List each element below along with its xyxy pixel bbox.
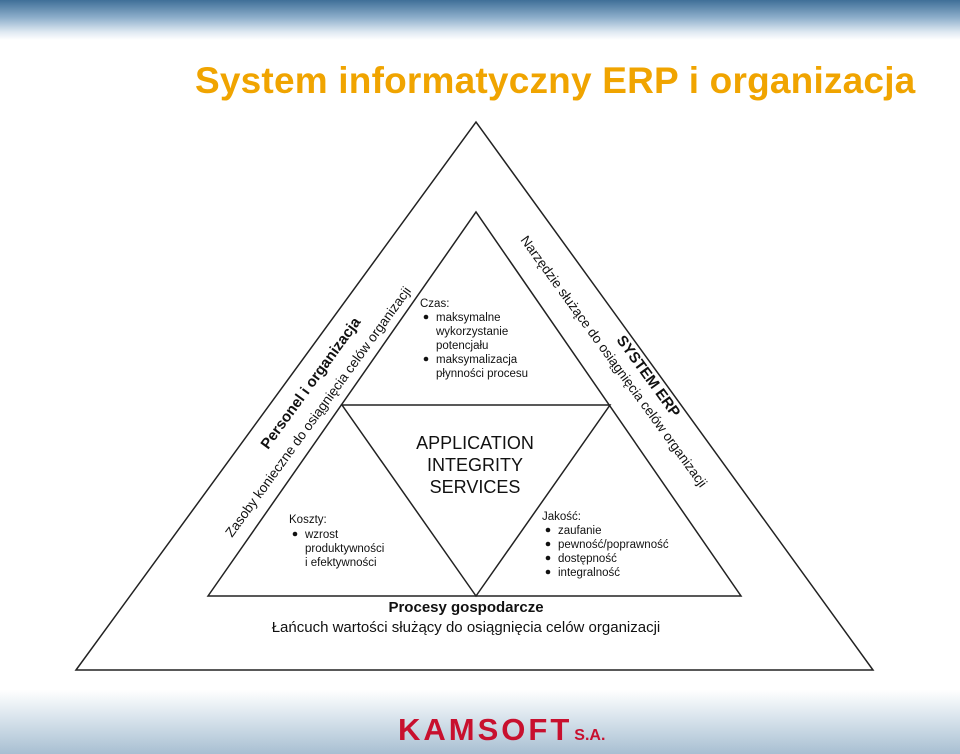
bottom-subheading: Łańcuch wartości służący do osiągnięcia …	[272, 619, 661, 636]
bullet-icon	[292, 531, 298, 537]
right-box-item: dostępność	[558, 553, 617, 565]
logo-suffix: S.A.	[574, 727, 606, 744]
bullet-icon	[545, 569, 551, 575]
top-box-item: potencjału	[436, 340, 488, 352]
top-box-heading: Czas:	[420, 298, 449, 310]
right-box-item: pewność/poprawność	[558, 539, 669, 551]
inner-triangle	[206, 210, 743, 597]
bullet-icon	[545, 527, 551, 533]
bullet-icon	[423, 314, 429, 320]
right-box-item: zaufanie	[558, 525, 601, 537]
outer-triangle	[74, 120, 875, 671]
bullet-icon	[545, 555, 551, 561]
right-box-item: integralność	[558, 567, 620, 579]
left-box-item: i efektywności	[305, 557, 377, 569]
top-header-band	[0, 0, 960, 40]
page-title: System informatyczny ERP i organizacja	[195, 60, 916, 101]
left-box-heading: Koszty:	[289, 514, 327, 526]
center-line-1: APPLICATION	[416, 433, 534, 453]
center-line-2: INTEGRITY	[427, 455, 523, 475]
right-box-heading: Jakość:	[542, 511, 581, 523]
footer-band	[0, 690, 960, 754]
bullet-icon	[423, 356, 429, 362]
logo-wordmark: KAMSOFT	[398, 712, 573, 747]
left-box-item: wzrost	[304, 529, 339, 541]
left-box-item: produktywności	[305, 543, 384, 555]
center-line-3: SERVICES	[430, 477, 521, 497]
bottom-heading: Procesy gospodarcze	[388, 599, 543, 616]
right-side-subheading: Narzędzie służące do osiągnięcia celów o…	[518, 233, 711, 490]
top-box-item: wykorzystanie	[435, 326, 508, 338]
top-box-item: maksymalizacja	[436, 354, 518, 366]
bullet-icon	[545, 541, 551, 547]
top-box-item: maksymalne	[436, 312, 501, 324]
top-box-item: płynności procesu	[436, 368, 528, 380]
inverted-center-triangle	[340, 404, 612, 598]
left-side-subheading: Zasoby konieczne do osiągnięcia celów or…	[222, 284, 414, 540]
